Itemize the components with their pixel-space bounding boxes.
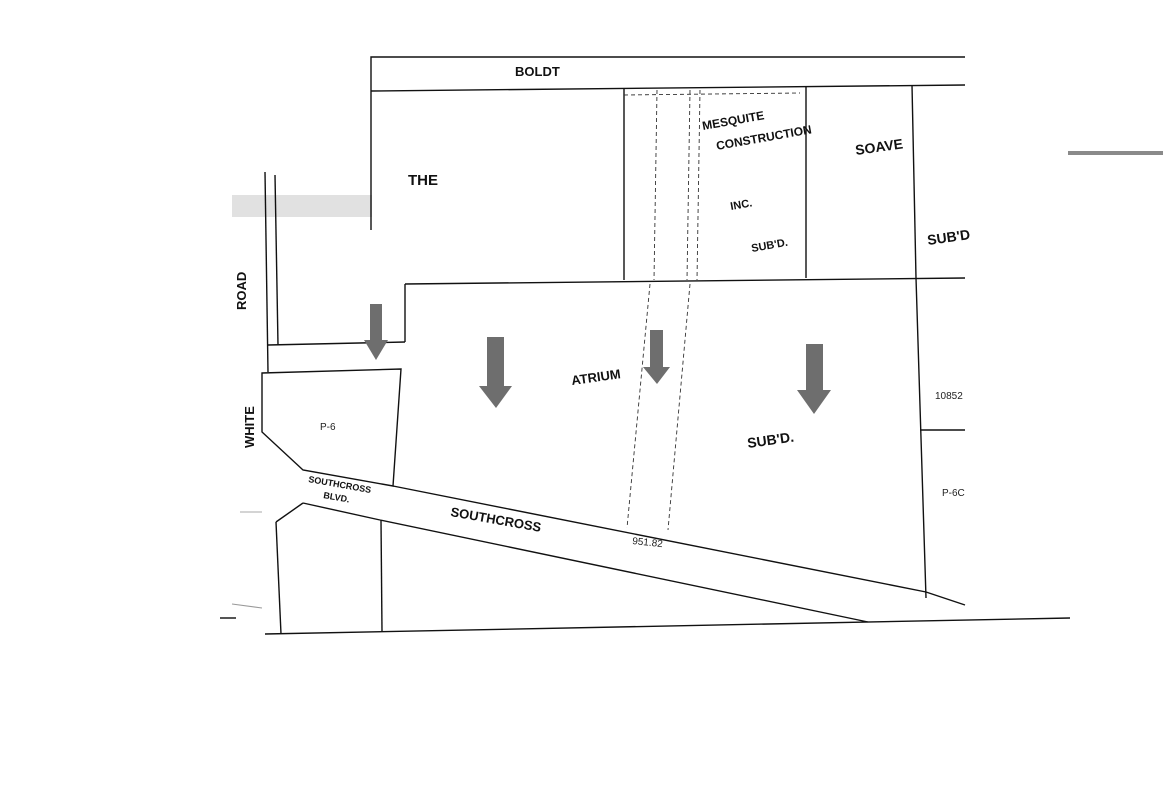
parcel-10852: 10852 [935,391,963,402]
southcross-frontage: 951.82 [632,536,664,550]
down-arrow-icon [643,330,670,384]
easement-lines [623,89,801,531]
street-white: WHITE [242,406,257,448]
down-arrow-icon [479,337,512,408]
street-labels: BOLDT ROAD WHITE SOUTHCROSS BLVD. SOUTHC… [234,64,560,535]
lot-p6: P-6 [320,422,336,433]
arrows [364,304,831,414]
lot-p6c: P-6C [942,488,965,499]
label-subd-soave: SUB'D [926,226,971,248]
street-southcross: SOUTHCROSS [449,504,542,535]
lot-labels: P-6 P-6C 10852 951.82 [320,391,965,550]
label-inc: INC. [729,197,753,213]
label-the: THE [408,172,438,189]
label-subd-mesquite: SUB'D. [750,237,788,255]
label-subd-atrium: SUB'D. [746,429,795,451]
scan-noise [220,151,1163,619]
down-arrow-icon [797,344,831,414]
label-soave: SOAVE [854,135,904,158]
street-boldt: BOLDT [515,64,560,79]
label-atrium: ATRIUM [570,366,621,388]
street-road: ROAD [234,272,249,310]
down-arrow-icon [364,304,388,360]
street-southcross-blvd-2: BLVD. [323,490,351,504]
label-mesquite: MESQUITE [701,108,765,133]
